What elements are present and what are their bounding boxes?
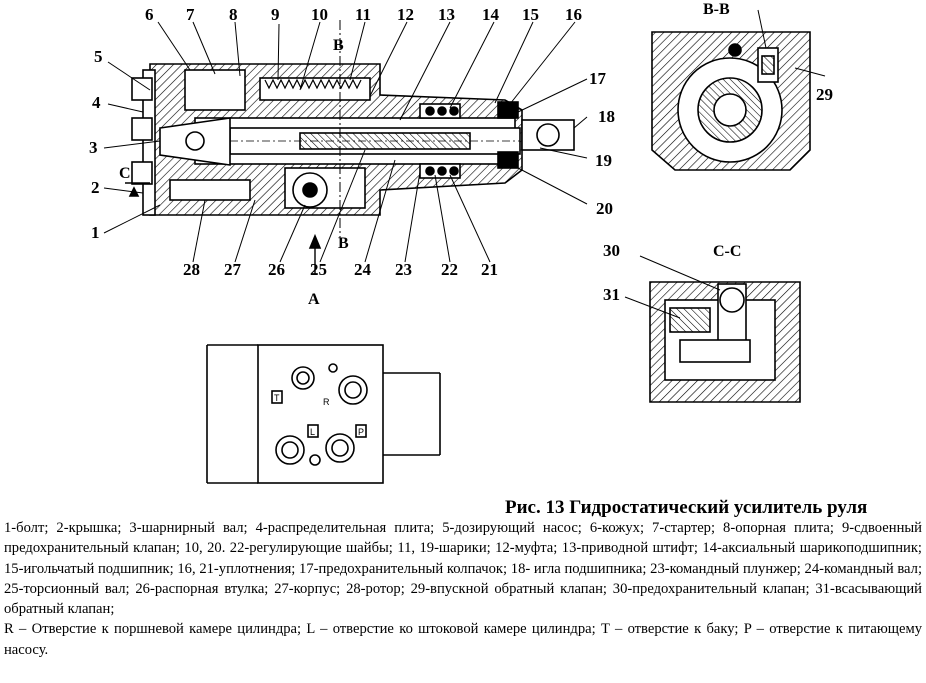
technical-drawing: 5 4 3 2 1 6 7 8 9 10 11 12 13 14 15 16 1… <box>89 1 833 484</box>
part-number: 7 <box>186 5 195 24</box>
part-number: 25 <box>310 260 327 279</box>
section-bb-view <box>651 9 826 171</box>
section-label-cc: C-C <box>713 243 741 260</box>
legend-text: 1-болт; 2-крышка; 3-шарнирный вал; 4-рас… <box>4 518 922 660</box>
part-number: 29 <box>816 85 833 104</box>
part-number: 3 <box>89 138 98 157</box>
section-label-c: C <box>119 165 131 182</box>
view-label-a: A <box>308 291 320 308</box>
part-number: 13 <box>438 5 455 24</box>
part-number: 16 <box>565 5 582 24</box>
port-label-t: T <box>274 393 280 403</box>
part-number: 30 <box>603 241 620 260</box>
part-number: 21 <box>481 260 498 279</box>
part-number: 14 <box>482 5 500 24</box>
section-arrow-label-b: B <box>333 37 344 54</box>
part-number: 5 <box>94 47 103 66</box>
part-number: 27 <box>224 260 242 279</box>
section-cc-view <box>624 255 801 403</box>
part-number: 18 <box>598 107 615 126</box>
part-number: 22 <box>441 260 458 279</box>
part-number: 12 <box>397 5 414 24</box>
part-number: 19 <box>595 151 612 170</box>
section-arrow-label-b: B <box>338 235 349 252</box>
main-section-view <box>125 20 575 275</box>
port-label-p: P <box>358 427 364 437</box>
part-number: 15 <box>522 5 539 24</box>
part-number: 8 <box>229 5 238 24</box>
part-number: 6 <box>145 5 154 24</box>
part-number: 9 <box>271 5 280 24</box>
part-number: 10 <box>311 5 328 24</box>
leader-lines <box>103 21 588 263</box>
part-number: 4 <box>92 93 101 112</box>
part-number: 31 <box>603 285 620 304</box>
part-number: 11 <box>355 5 371 24</box>
part-number: 28 <box>183 260 200 279</box>
port-label-r: R <box>323 397 330 407</box>
legend-ports: R – Отверстие к поршневой камере цилиндр… <box>4 621 922 658</box>
port-label-l: L <box>310 427 315 437</box>
section-label-bb: B-B <box>703 1 730 18</box>
figure-caption: Рис. 13 Гидростатический усилитель руля <box>505 497 868 518</box>
view-a <box>206 344 441 484</box>
part-number: 17 <box>589 69 607 88</box>
part-number: 1 <box>91 223 100 242</box>
part-number: 23 <box>395 260 412 279</box>
part-number: 26 <box>268 260 285 279</box>
part-number: 20 <box>596 199 613 218</box>
legend-parts: 1-болт; 2-крышка; 3-шарнирный вал; 4-рас… <box>4 520 922 618</box>
part-number: 2 <box>91 178 100 197</box>
part-number: 24 <box>354 260 372 279</box>
